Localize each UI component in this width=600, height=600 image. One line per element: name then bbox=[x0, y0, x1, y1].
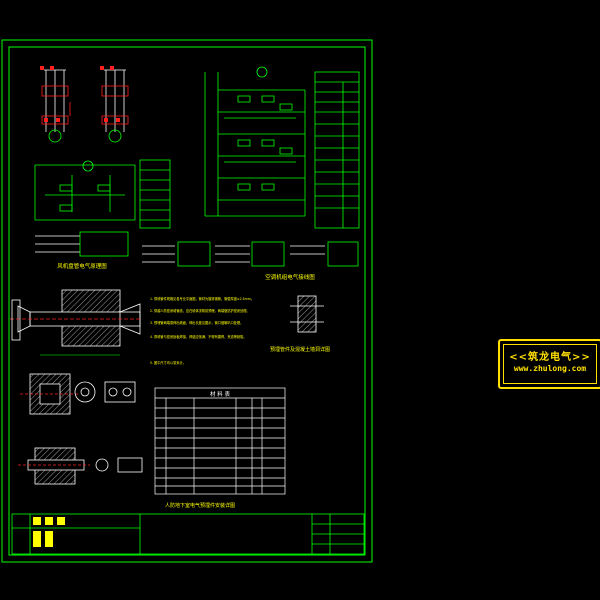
label-electrical-diagram: 风机盘管电气原理图 bbox=[57, 262, 107, 270]
note-line: 3. 预埋管两端需伸出墙面，伸出长度见图示，管口做喇叭口处理。 bbox=[150, 320, 243, 325]
control-table-left bbox=[139, 159, 171, 229]
control-schematic-right bbox=[204, 66, 306, 217]
watermark-inner-border bbox=[503, 344, 597, 384]
pipe-detail-main bbox=[10, 289, 141, 356]
motor-circuit-markers bbox=[40, 66, 120, 122]
motor-circuit-2 bbox=[101, 69, 129, 143]
material-table-title: 材 料 表 bbox=[210, 390, 230, 398]
label-installation: 预埋管件及混凝土墙洞详图 bbox=[270, 346, 330, 353]
note-line: 4. 穿墙管与密闭肋板焊接，焊缝应饱满，不得有漏焊、夹渣等缺陷。 bbox=[150, 334, 247, 339]
notes-block: 1. 穿墙管件规格见各专业平面图，管材为镀锌钢管，管壁厚度≥2.5mm。 2. … bbox=[150, 296, 254, 365]
material-table bbox=[154, 387, 286, 495]
title-block bbox=[11, 513, 365, 555]
title-block-logos bbox=[33, 517, 65, 547]
outer-frame bbox=[1, 39, 373, 563]
watermark-url: www.zhulong.com bbox=[513, 364, 587, 373]
inner-frame bbox=[8, 46, 366, 556]
flange-detail bbox=[74, 381, 136, 403]
legend-table bbox=[314, 71, 360, 229]
label-table-caption: 人防地下室电气预埋件安装详图 bbox=[165, 502, 235, 509]
note-line: 1. 穿墙管件规格见各专业平面图，管材为镀锌钢管，管壁厚度≥2.5mm。 bbox=[150, 296, 254, 301]
motor-circuit-1 bbox=[41, 69, 71, 143]
sleeve-detail-1 bbox=[20, 373, 80, 415]
sleeve-detail-2 bbox=[18, 447, 143, 485]
note-line: 2. 穿越人防密闭墙管线，应在墙体浇筑前预埋，两端做防护密闭处理。 bbox=[150, 308, 250, 313]
wall-section-detail bbox=[290, 295, 324, 333]
control-circuit-left bbox=[34, 160, 136, 221]
wiring-strips bbox=[35, 231, 359, 267]
label-unit-wiring: 空调机组电气接线图 bbox=[265, 273, 315, 281]
watermark-title: <<筑龙电气>> bbox=[509, 352, 591, 363]
watermark-badge: <<筑龙电气>> www.zhulong.com bbox=[498, 339, 600, 389]
note-line: 5. 图中尺寸均以毫米计。 bbox=[150, 360, 186, 365]
